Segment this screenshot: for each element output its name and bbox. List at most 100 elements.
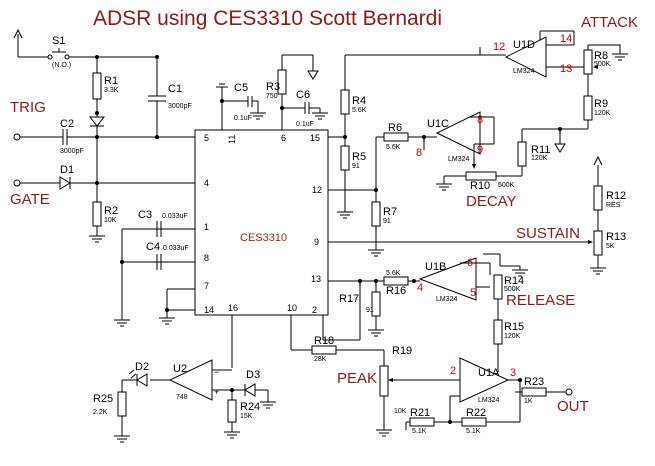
d2-label: D2 bbox=[135, 361, 149, 373]
r21-label: R21 bbox=[410, 407, 430, 419]
d3-label: D3 bbox=[246, 369, 260, 381]
pin-5: 5 bbox=[204, 133, 209, 143]
r23-label: R23 bbox=[524, 376, 544, 388]
c5-value: 0.1uF bbox=[234, 115, 252, 122]
u1c-pin-in: 8 bbox=[416, 147, 422, 159]
gate-input-terminal[interactable] bbox=[13, 179, 21, 187]
resistor-r10 bbox=[465, 171, 497, 181]
release-label: RELEASE bbox=[506, 292, 575, 309]
opamp-u1b bbox=[418, 257, 477, 301]
pin-1: 1 bbox=[204, 222, 209, 232]
sustain-label: SUSTAIN bbox=[516, 225, 580, 242]
resistor-r11 bbox=[517, 141, 527, 167]
diagram-title: ADSR using CES3310 Scott Bernardi bbox=[93, 7, 442, 30]
s1-note: (N.O.) bbox=[52, 62, 71, 69]
resistor-r1 bbox=[92, 72, 102, 100]
r18-value: 28K bbox=[314, 356, 327, 363]
r3-value: 750 bbox=[266, 93, 278, 100]
r17-value: 91 bbox=[366, 307, 374, 314]
r16-value: 5.6K bbox=[386, 270, 401, 277]
diode-trigger bbox=[88, 116, 106, 127]
c4-label: C4 bbox=[146, 241, 160, 253]
r11-label: R11 bbox=[531, 144, 550, 156]
r11-value: 120K bbox=[531, 155, 548, 162]
r22-label: R22 bbox=[466, 407, 486, 419]
r10-label: R10 bbox=[470, 180, 490, 192]
ces3310-chip bbox=[194, 129, 329, 316]
d1-label: D1 bbox=[60, 164, 74, 176]
s1-label: S1 bbox=[52, 35, 65, 47]
r8-label: R8 bbox=[594, 50, 608, 62]
pin-15: 15 bbox=[310, 133, 320, 143]
pin-8: 8 bbox=[204, 253, 209, 263]
u1c-pin-out: 9 bbox=[477, 144, 483, 156]
r15-value: 120K bbox=[504, 333, 521, 340]
u1b-label: U1B bbox=[425, 261, 446, 273]
r22-value: 5.1K bbox=[466, 428, 481, 435]
pin-10: 10 bbox=[287, 303, 297, 313]
c2-label: C2 bbox=[60, 118, 74, 130]
resistor-r18 bbox=[311, 345, 337, 355]
r1-label: R1 bbox=[104, 75, 118, 87]
r9-value: 120K bbox=[594, 110, 611, 117]
r12-value: RES bbox=[606, 202, 621, 209]
pin-2: 2 bbox=[312, 305, 317, 315]
r9-label: R9 bbox=[594, 98, 608, 110]
r25-value: 2.2K bbox=[93, 409, 108, 416]
resistor-r24 bbox=[227, 399, 237, 423]
pin-9: 9 bbox=[314, 237, 319, 247]
pin-14: 14 bbox=[204, 305, 214, 315]
out-label: OUT bbox=[557, 398, 589, 415]
pin-7: 7 bbox=[204, 281, 209, 291]
r4-value: 5.6K bbox=[352, 107, 367, 114]
r7-label: R7 bbox=[383, 206, 397, 218]
diode-d1: D1 bbox=[59, 164, 74, 190]
resistor-r16 bbox=[383, 276, 409, 286]
attack-label: ATTACK bbox=[581, 14, 638, 31]
r14-value: 500K bbox=[504, 286, 521, 293]
supply-triangle bbox=[307, 70, 319, 80]
gate-label: GATE bbox=[10, 191, 50, 208]
resistor-r13 bbox=[593, 230, 603, 256]
c4-value: 0.033uF bbox=[163, 245, 189, 252]
resistor-r12 bbox=[593, 185, 603, 211]
c5-label: C5 bbox=[234, 82, 248, 94]
u1c-pin-top: 8 bbox=[477, 114, 483, 126]
resistor-r9 bbox=[583, 95, 593, 121]
u1b-pin-out: 5 bbox=[470, 287, 476, 299]
opamp-u1a bbox=[459, 357, 510, 403]
u1a-part: LM324 bbox=[478, 397, 500, 404]
r25-label: R25 bbox=[93, 393, 113, 405]
peak-label: PEAK bbox=[337, 370, 377, 387]
u1d-pin-top: 14 bbox=[560, 33, 572, 45]
resistor-r19 bbox=[379, 365, 389, 397]
resistor-r6 bbox=[383, 132, 409, 142]
r24-label: R24 bbox=[240, 401, 260, 413]
u1d-label: U1D bbox=[513, 39, 535, 51]
c1-label: C1 bbox=[168, 83, 182, 95]
switch-s1: S1 (N.O.) bbox=[47, 35, 71, 69]
pin-6: 6 bbox=[281, 133, 286, 143]
u1d-pin-in: 12 bbox=[493, 41, 505, 53]
resistor-r2 bbox=[92, 201, 102, 227]
u2-minus: − bbox=[214, 367, 219, 377]
output-terminal[interactable] bbox=[565, 388, 573, 396]
r12-label: R12 bbox=[606, 190, 626, 202]
r7-value: 91 bbox=[383, 218, 391, 225]
u1a-label: U1A bbox=[478, 367, 500, 379]
resistor-r3 bbox=[277, 69, 287, 95]
pin-16: 16 bbox=[228, 303, 238, 313]
u1b-part: LM324 bbox=[436, 296, 458, 303]
r24-value: 15K bbox=[240, 413, 253, 420]
u1a-pin-in: 2 bbox=[450, 365, 456, 377]
pin-11: 11 bbox=[227, 135, 237, 144]
r21-value: 5.1K bbox=[412, 428, 427, 435]
r19-label: R19 bbox=[392, 345, 412, 357]
pin-4: 4 bbox=[204, 178, 209, 188]
decay-label: DECAY bbox=[466, 193, 517, 210]
trig-input-terminal[interactable] bbox=[13, 133, 21, 141]
u1b-pin-in: 4 bbox=[417, 282, 423, 294]
u1c-part: LM324 bbox=[448, 156, 470, 163]
resistor-r15 bbox=[493, 319, 503, 345]
resistor-r7 bbox=[371, 201, 381, 227]
